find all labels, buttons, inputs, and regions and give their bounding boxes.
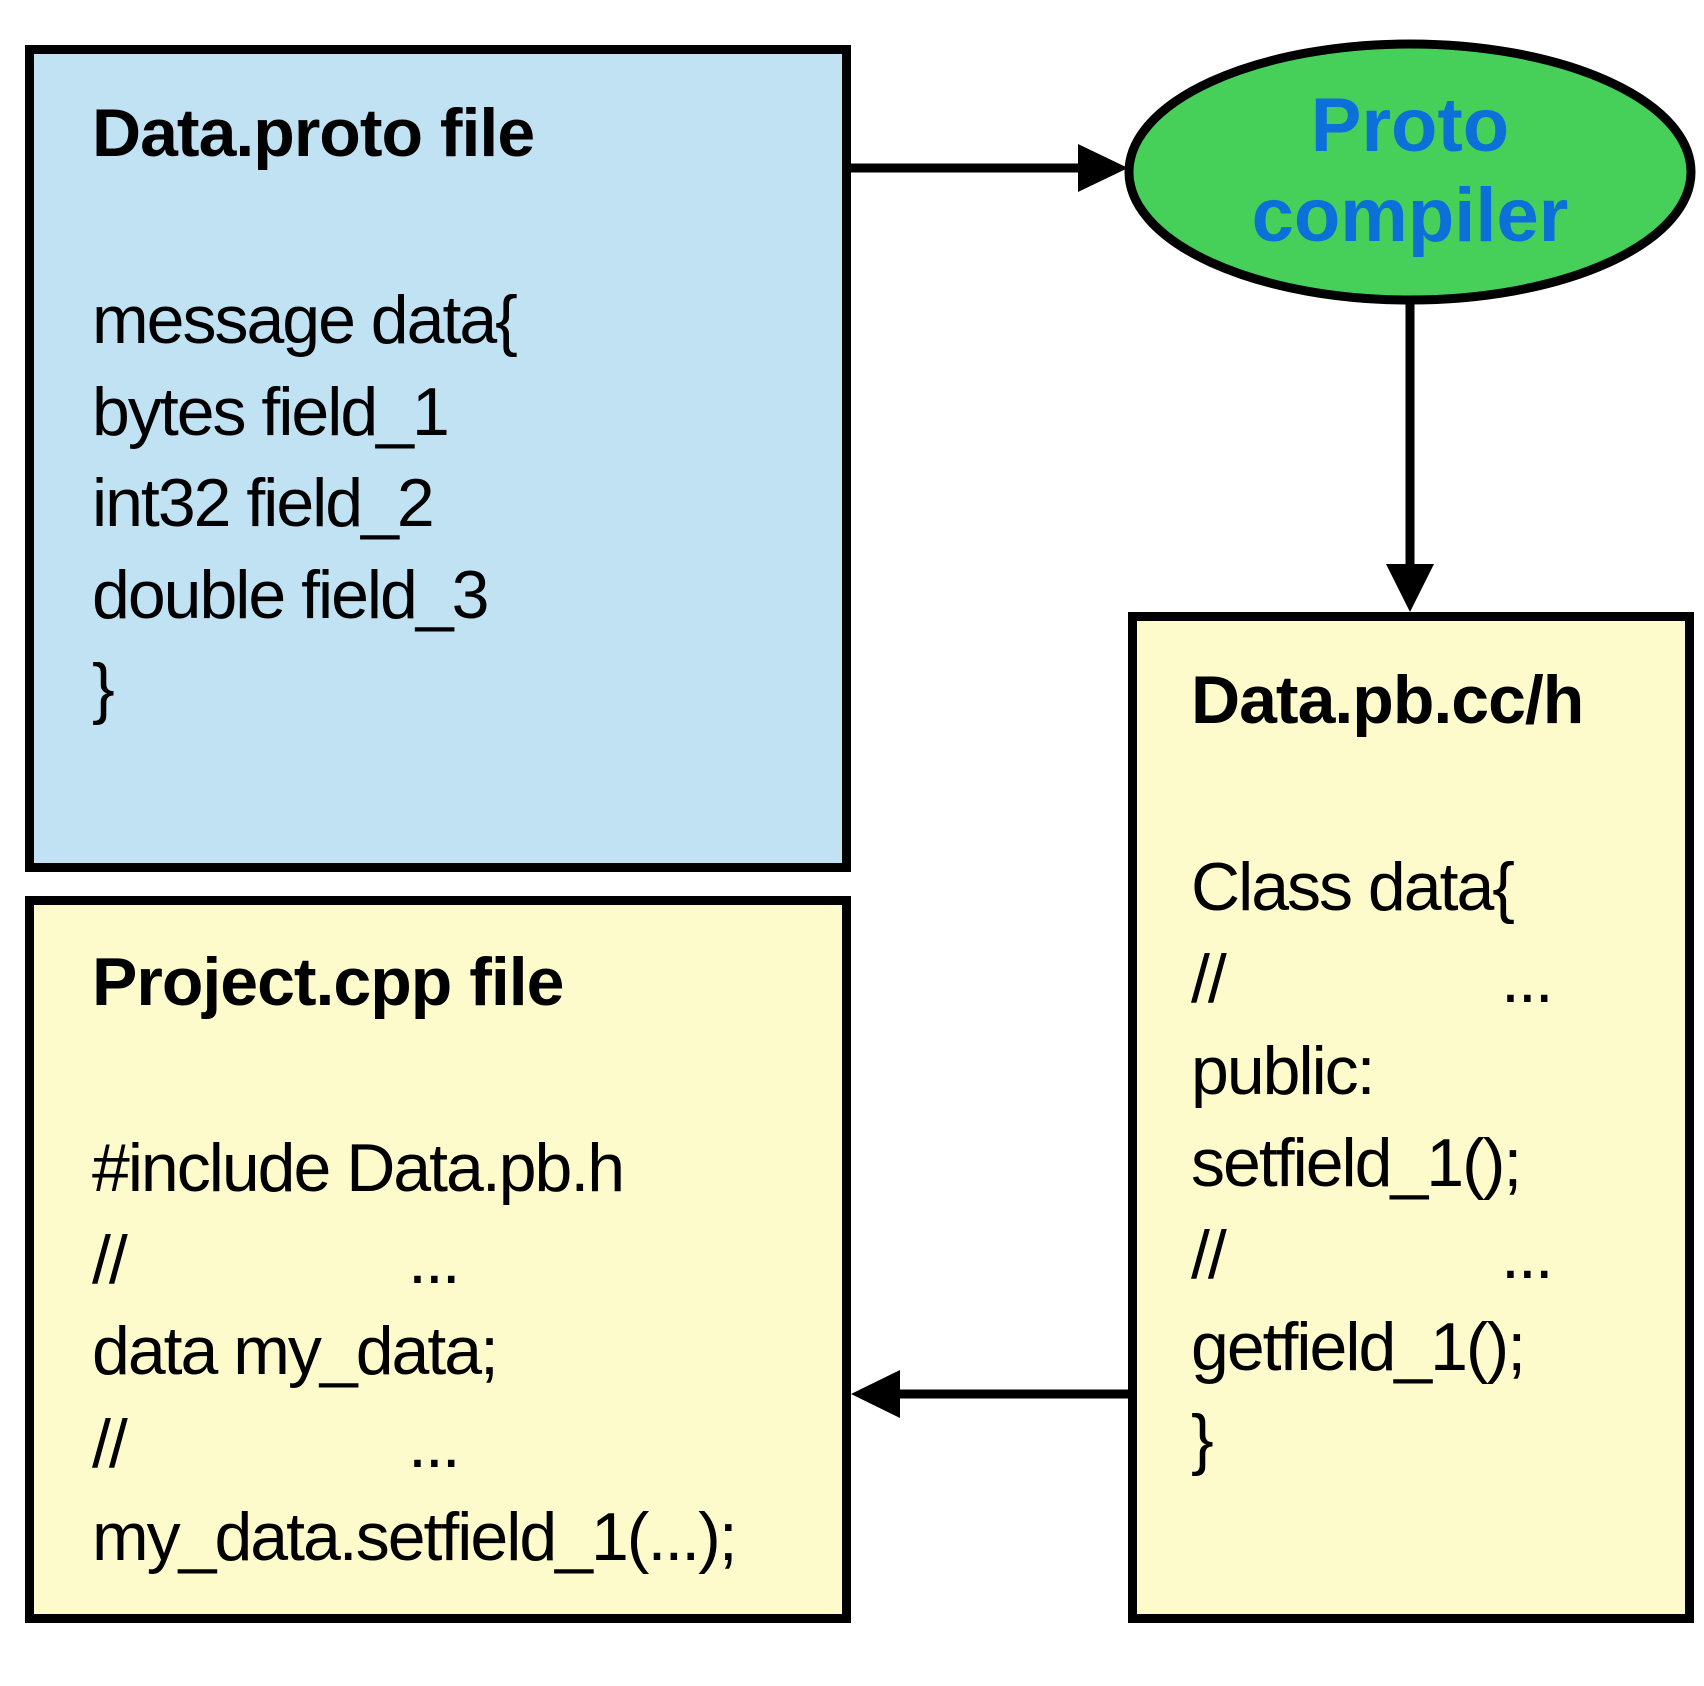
arrowhead-compiler-to-pb — [1386, 564, 1434, 612]
pb-code-line: setfield_1(); — [1191, 1125, 1522, 1201]
project-code-line: data my_data; — [92, 1313, 499, 1389]
data-proto-file-box: Data.proto file message data{ bytes fiel… — [25, 45, 851, 872]
project-comment-line: // ... — [92, 1222, 461, 1498]
compiler-label-line-2: compiler — [1251, 173, 1569, 258]
project-code-line: my_data.setfield_1(...); — [92, 1499, 738, 1575]
pb-comment-line: // ... — [1191, 941, 1554, 1217]
arrowhead-proto-to-compiler — [1078, 144, 1128, 192]
proto-code-line: int32 field_2 — [92, 465, 435, 541]
pb-file-title: Data.pb.cc/h — [1191, 662, 1584, 738]
pb-code-line: } — [1191, 1401, 1214, 1477]
ellipsis: ... — [408, 1222, 461, 1298]
ellipsis: ... — [1501, 941, 1554, 1017]
data-pb-file-box: Data.pb.cc/h Class data{ // ... public: … — [1128, 612, 1694, 1623]
proto-code-line: message data{ — [92, 282, 518, 358]
pb-code-line: Class data{ — [1191, 849, 1515, 925]
ellipsis: ... — [408, 1406, 461, 1482]
project-file-title: Project.cpp file — [92, 944, 564, 1020]
project-code-line: #include Data.pb.h — [92, 1130, 625, 1206]
diagram-connectors — [851, 39, 1696, 1418]
arrowhead-pb-to-project — [851, 1370, 900, 1418]
project-cpp-file-box: Project.cpp file #include Data.pb.h // .… — [25, 896, 851, 1623]
proto-file-title: Data.proto file — [92, 95, 535, 171]
pb-code-line: getfield_1(); — [1191, 1309, 1526, 1385]
pb-code-line: public: — [1191, 1033, 1376, 1109]
proto-code-line: bytes field_1 — [92, 374, 450, 450]
comment-marker: // — [92, 1222, 128, 1298]
comment-marker: // — [1191, 1217, 1227, 1293]
project-comment-line: // ... — [92, 1406, 461, 1682]
ellipsis: ... — [1501, 1217, 1554, 1293]
comment-marker: // — [92, 1406, 128, 1482]
proto-code-line: } — [92, 650, 115, 726]
pb-comment-line: // ... — [1191, 1217, 1554, 1493]
compiler-label-line-1: Proto — [1310, 83, 1510, 168]
comment-marker: // — [1191, 941, 1227, 1017]
proto-code-line: double field_3 — [92, 557, 489, 633]
